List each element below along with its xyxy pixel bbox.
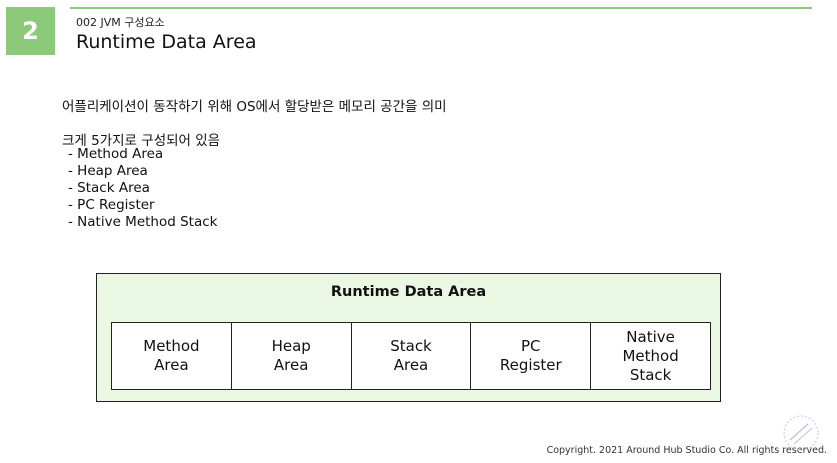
list-item: Native Method Stack xyxy=(68,214,217,231)
diagram-cell-stack-area: Stack Area xyxy=(352,323,472,389)
description-text: 어플리케이션이 동작하기 위해 OS에서 할당받은 메모리 공간을 의미 xyxy=(62,99,447,115)
watermark-logo-icon xyxy=(783,415,819,451)
intro-text: 크게 5가지로 구성되어 있음 xyxy=(62,133,221,149)
list-item: PC Register xyxy=(68,197,217,214)
copyright-text: Copyright. 2021 Around Hub Studio Co. Al… xyxy=(546,445,827,456)
diagram-title: Runtime Data Area xyxy=(330,284,487,300)
slide-subtitle: 002 JVM 구성요소 xyxy=(76,16,165,29)
list-item: Heap Area xyxy=(68,163,217,180)
diagram-cell-native-method-stack: Native Method Stack xyxy=(622,327,679,384)
runtime-data-area-diagram: Runtime Data Area Method Area Heap Area … xyxy=(96,273,721,402)
component-list: Method Area Heap Area Stack Area PC Regi… xyxy=(68,146,217,231)
list-item: Stack Area xyxy=(68,180,217,197)
header-rule xyxy=(70,7,812,9)
diagram-cell-method-area: Method Area xyxy=(112,323,232,389)
slide-number-badge: 2 xyxy=(6,7,55,55)
list-item: Method Area xyxy=(68,146,217,163)
diagram-cells: Method Area Heap Area Stack Area PC Regi… xyxy=(111,322,711,390)
diagram-cell-pc-register: PC Register xyxy=(471,323,592,389)
slide-title: Runtime Data Area xyxy=(76,31,257,53)
diagram-cell-heap-area: Heap Area xyxy=(232,323,352,389)
